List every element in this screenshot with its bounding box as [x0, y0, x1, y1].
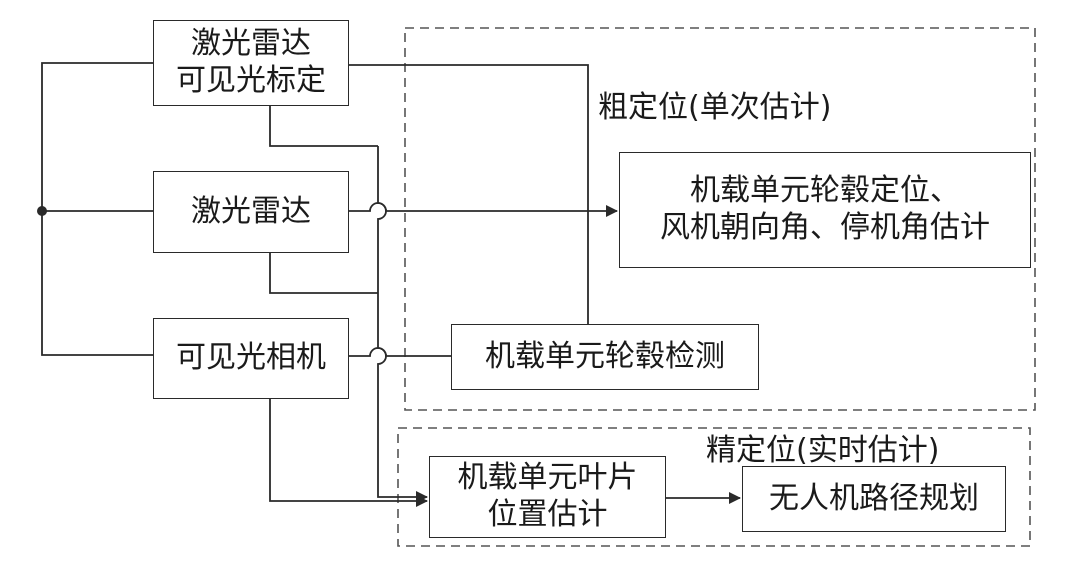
node-line: 机载单元轮毂检测 [485, 338, 725, 374]
node-line: 风机朝向角、停机角估计 [660, 210, 990, 245]
edge-camera-to-blade [269, 398, 428, 507]
node-line: 位置估计 [487, 497, 608, 532]
trunk-to-blade [377, 146, 428, 503]
node-line: 机载单元叶片 [457, 460, 638, 496]
input-bus [41, 62, 153, 356]
node-line: 无人机路径规划 [769, 480, 979, 516]
node-coarse-result: 机载单元轮毂定位、 风机朝向角、停机角估计 [619, 152, 1031, 268]
coarse-group-label: 粗定位(单次估计) [598, 90, 832, 125]
node-line: 可见光相机 [176, 340, 326, 376]
node-path-planning: 无人机路径规划 [742, 466, 1006, 532]
node-hub-detection: 机载单元轮毂检测 [451, 324, 759, 390]
edge-calib-to-coarse [348, 64, 589, 324]
node-line: 可见光标定 [176, 63, 326, 98]
bus-junction-dot [37, 206, 47, 216]
node-lidar-visible-calib: 激光雷达 可见光标定 [153, 20, 349, 106]
edge-calib-to-trunk [269, 104, 378, 147]
fine-group-label: 精定位(实时估计) [706, 433, 940, 468]
coarse-group-frame [404, 27, 1036, 411]
edge-camera-to-hub [348, 347, 451, 357]
node-blade-estimation: 机载单元叶片 位置估计 [429, 456, 666, 538]
edge-lidar-to-trunk [269, 252, 378, 294]
node-visible-camera: 可见光相机 [153, 318, 349, 399]
node-lidar: 激光雷达 [153, 171, 349, 253]
node-line: 机载单元轮毂定位、 [690, 173, 960, 209]
fine-group-frame [397, 427, 1031, 547]
edge-lidar-to-coarse [348, 202, 618, 217]
node-line: 激光雷达 [191, 193, 311, 229]
node-line: 激光雷达 [191, 26, 311, 62]
